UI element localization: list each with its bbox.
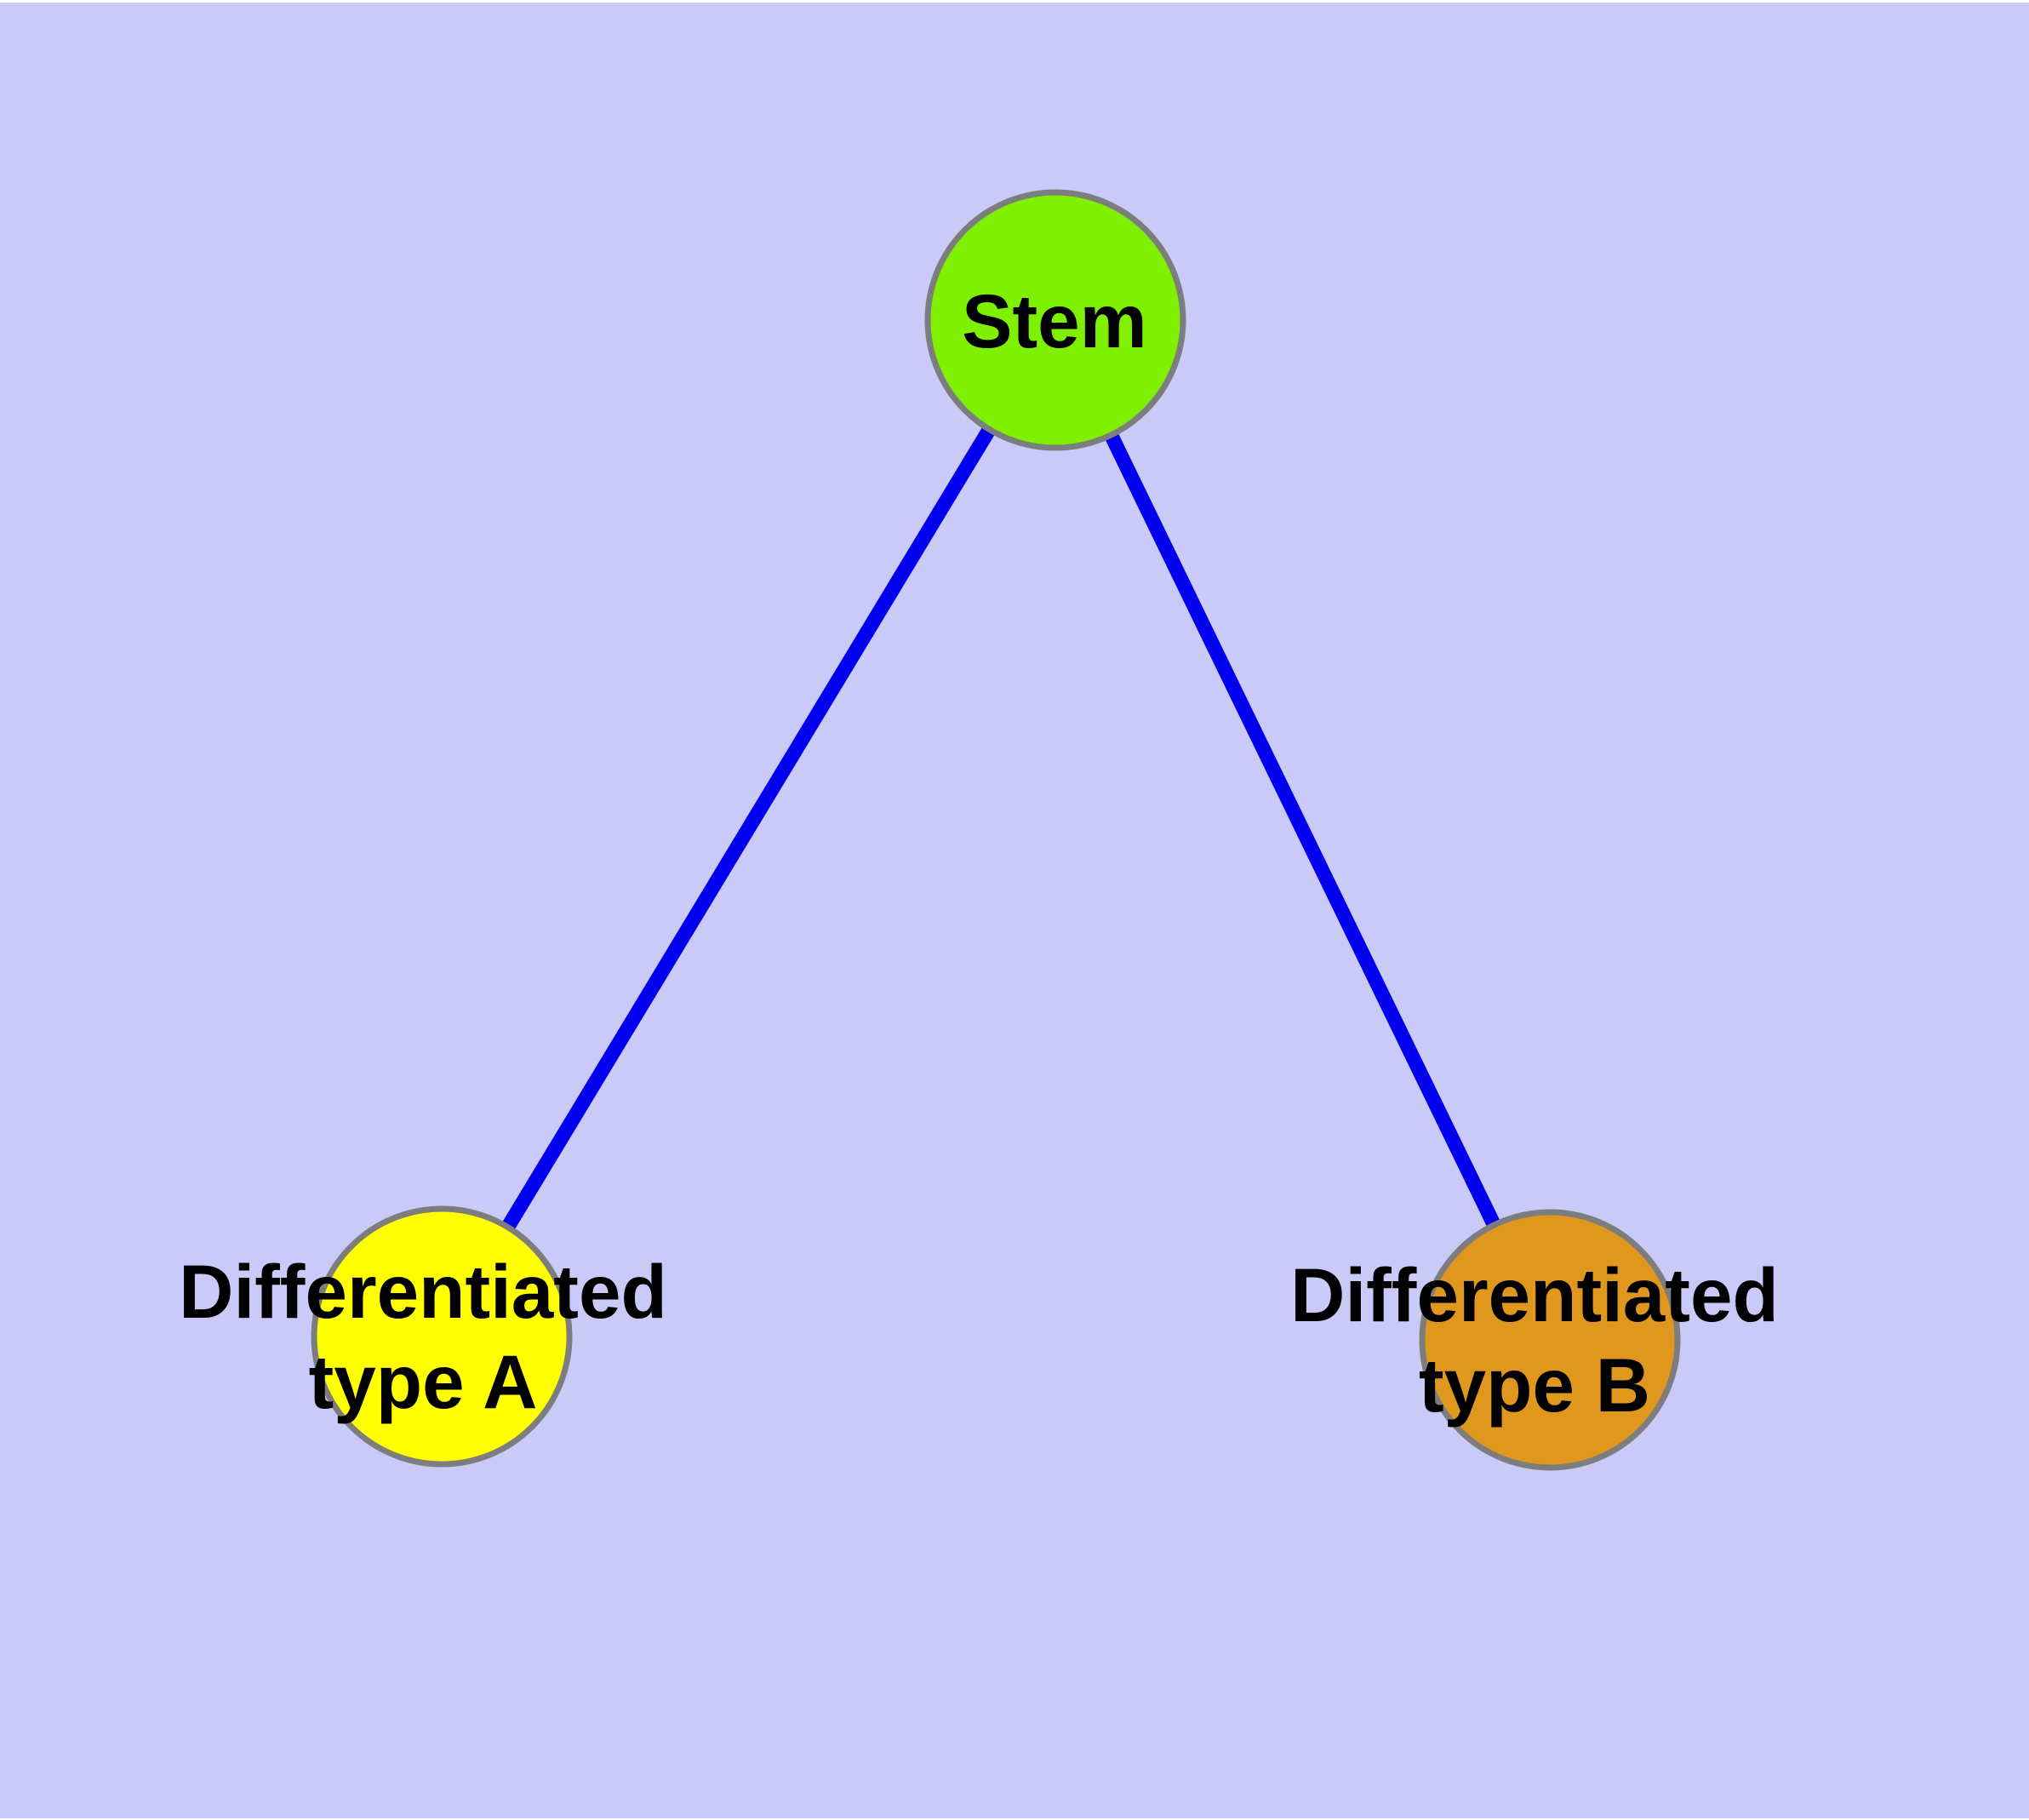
edge-stem-to-differentiated-type-b bbox=[1049, 317, 1557, 1343]
edge-stem-to-differentiated-type-a bbox=[435, 316, 1062, 1341]
node-circle-differentiated-type-a bbox=[311, 1205, 573, 1468]
node-circle-differentiated-type-b bbox=[1419, 1209, 1681, 1471]
node-label-differentiated-type-a-line-1: Differentiated bbox=[179, 1249, 667, 1334]
node-label-differentiated-type-a-line-2: type A bbox=[309, 1339, 538, 1424]
node-circle-stem bbox=[924, 189, 1186, 451]
node-label-stem-line-1: Stem bbox=[962, 278, 1147, 363]
node-label-differentiated-type-b-line-2: type B bbox=[1419, 1342, 1650, 1428]
node-label-differentiated-type-b-line-1: Differentiated bbox=[1290, 1252, 1779, 1337]
